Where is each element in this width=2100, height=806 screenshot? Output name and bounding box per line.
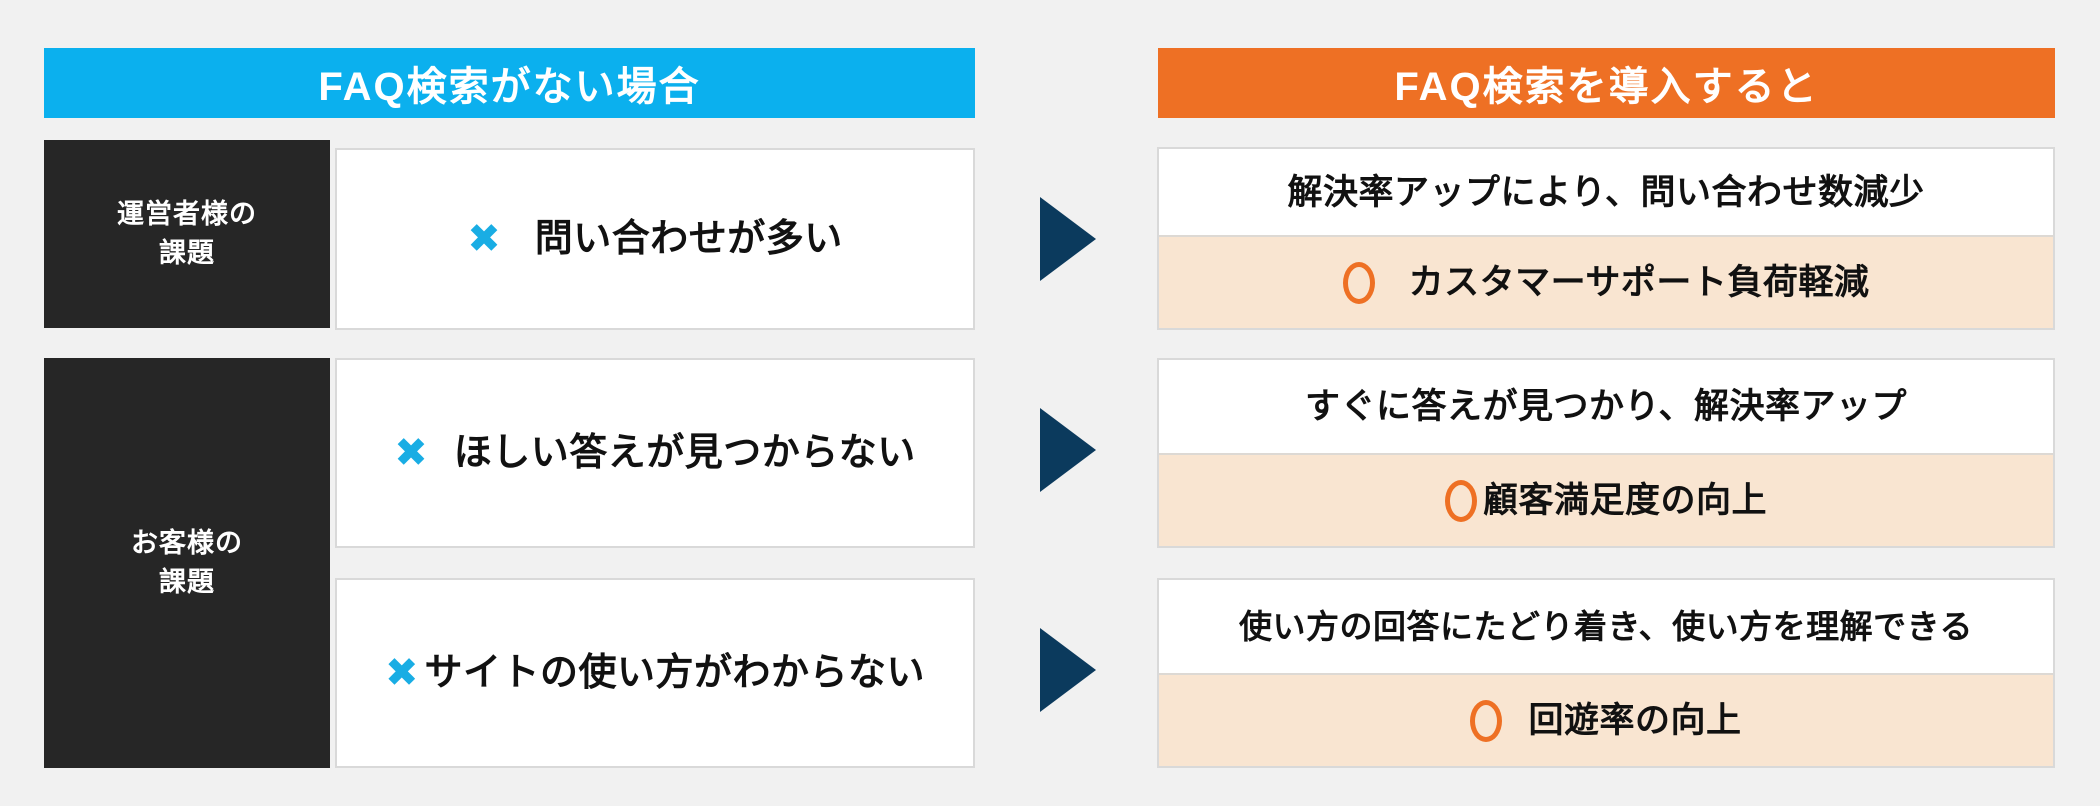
right-column-header: FAQ検索を導入すると	[1158, 48, 2055, 118]
category-label-line1: お客様の	[131, 527, 243, 558]
cross-icon: ✖	[467, 217, 501, 261]
benefit-headline: 解決率アップにより、問い合わせ数減少	[1287, 172, 1925, 212]
category-label-operator: 運営者様の 課題	[117, 195, 257, 273]
arrow-right-icon	[1040, 197, 1096, 281]
benefit-label: 顧客満足度の向上	[1482, 481, 1767, 520]
category-box-customer: お客様の 課題	[44, 358, 330, 768]
cross-icon: ✖	[384, 651, 419, 695]
benefit-result-area: 回遊率の向上	[1159, 673, 2053, 766]
benefit-headline-area: 使い方の回答にたどり着き、使い方を理解できる	[1159, 580, 2053, 673]
problem-text: 問い合わせが多い	[534, 218, 843, 260]
circle-icon	[1470, 699, 1503, 742]
category-label-line2: 課題	[159, 238, 215, 268]
problem-card: ✖ 問い合わせが多い	[335, 148, 975, 330]
benefit-card: 解決率アップにより、問い合わせ数減少 カスタマーサポート負荷軽減	[1157, 147, 2055, 330]
benefit-headline: 使い方の回答にたどり着き、使い方を理解できる	[1238, 608, 1974, 645]
benefit-label: 回遊率の向上	[1528, 701, 1742, 740]
cross-icon: ✖	[394, 431, 428, 475]
category-label-line2: 課題	[159, 567, 215, 597]
problem-content: ✖ サイトの使い方がわからない	[385, 653, 925, 693]
problem-content: ✖ 問い合わせが多い	[467, 219, 843, 259]
category-box-operator: 運営者様の 課題	[44, 140, 330, 328]
benefit-card: 使い方の回答にたどり着き、使い方を理解できる 回遊率の向上	[1157, 578, 2055, 768]
problem-text: ほしい答えが見つからない	[453, 432, 916, 474]
benefit-card: すぐに答えが見つかり、解決率アップ 顧客満足度の向上	[1157, 358, 2055, 548]
problem-card: ✖ サイトの使い方がわからない	[335, 578, 975, 768]
benefit-result-area: カスタマーサポート負荷軽減	[1159, 235, 2053, 328]
benefit-headline-area: すぐに答えが見つかり、解決率アップ	[1159, 360, 2053, 453]
problem-card: ✖ ほしい答えが見つからない	[335, 358, 975, 548]
arrow-right-icon	[1040, 408, 1096, 492]
category-label-line1: 運営者様の	[117, 198, 257, 229]
circle-icon	[1342, 261, 1375, 304]
category-label-customer: お客様の 課題	[131, 524, 243, 602]
left-column-header: FAQ検索がない場合	[44, 48, 975, 118]
circle-icon	[1444, 479, 1477, 522]
benefit-result-area: 顧客満足度の向上	[1159, 453, 2053, 546]
problem-content: ✖ ほしい答えが見つからない	[394, 433, 916, 473]
benefit-headline-area: 解決率アップにより、問い合わせ数減少	[1159, 149, 2053, 235]
arrow-right-icon	[1040, 628, 1096, 712]
problem-text: サイトの使い方がわからない	[424, 652, 926, 694]
benefit-label: カスタマーサポート負荷軽減	[1408, 263, 1870, 302]
benefit-headline: すぐに答えが見つかり、解決率アップ	[1304, 387, 1908, 426]
